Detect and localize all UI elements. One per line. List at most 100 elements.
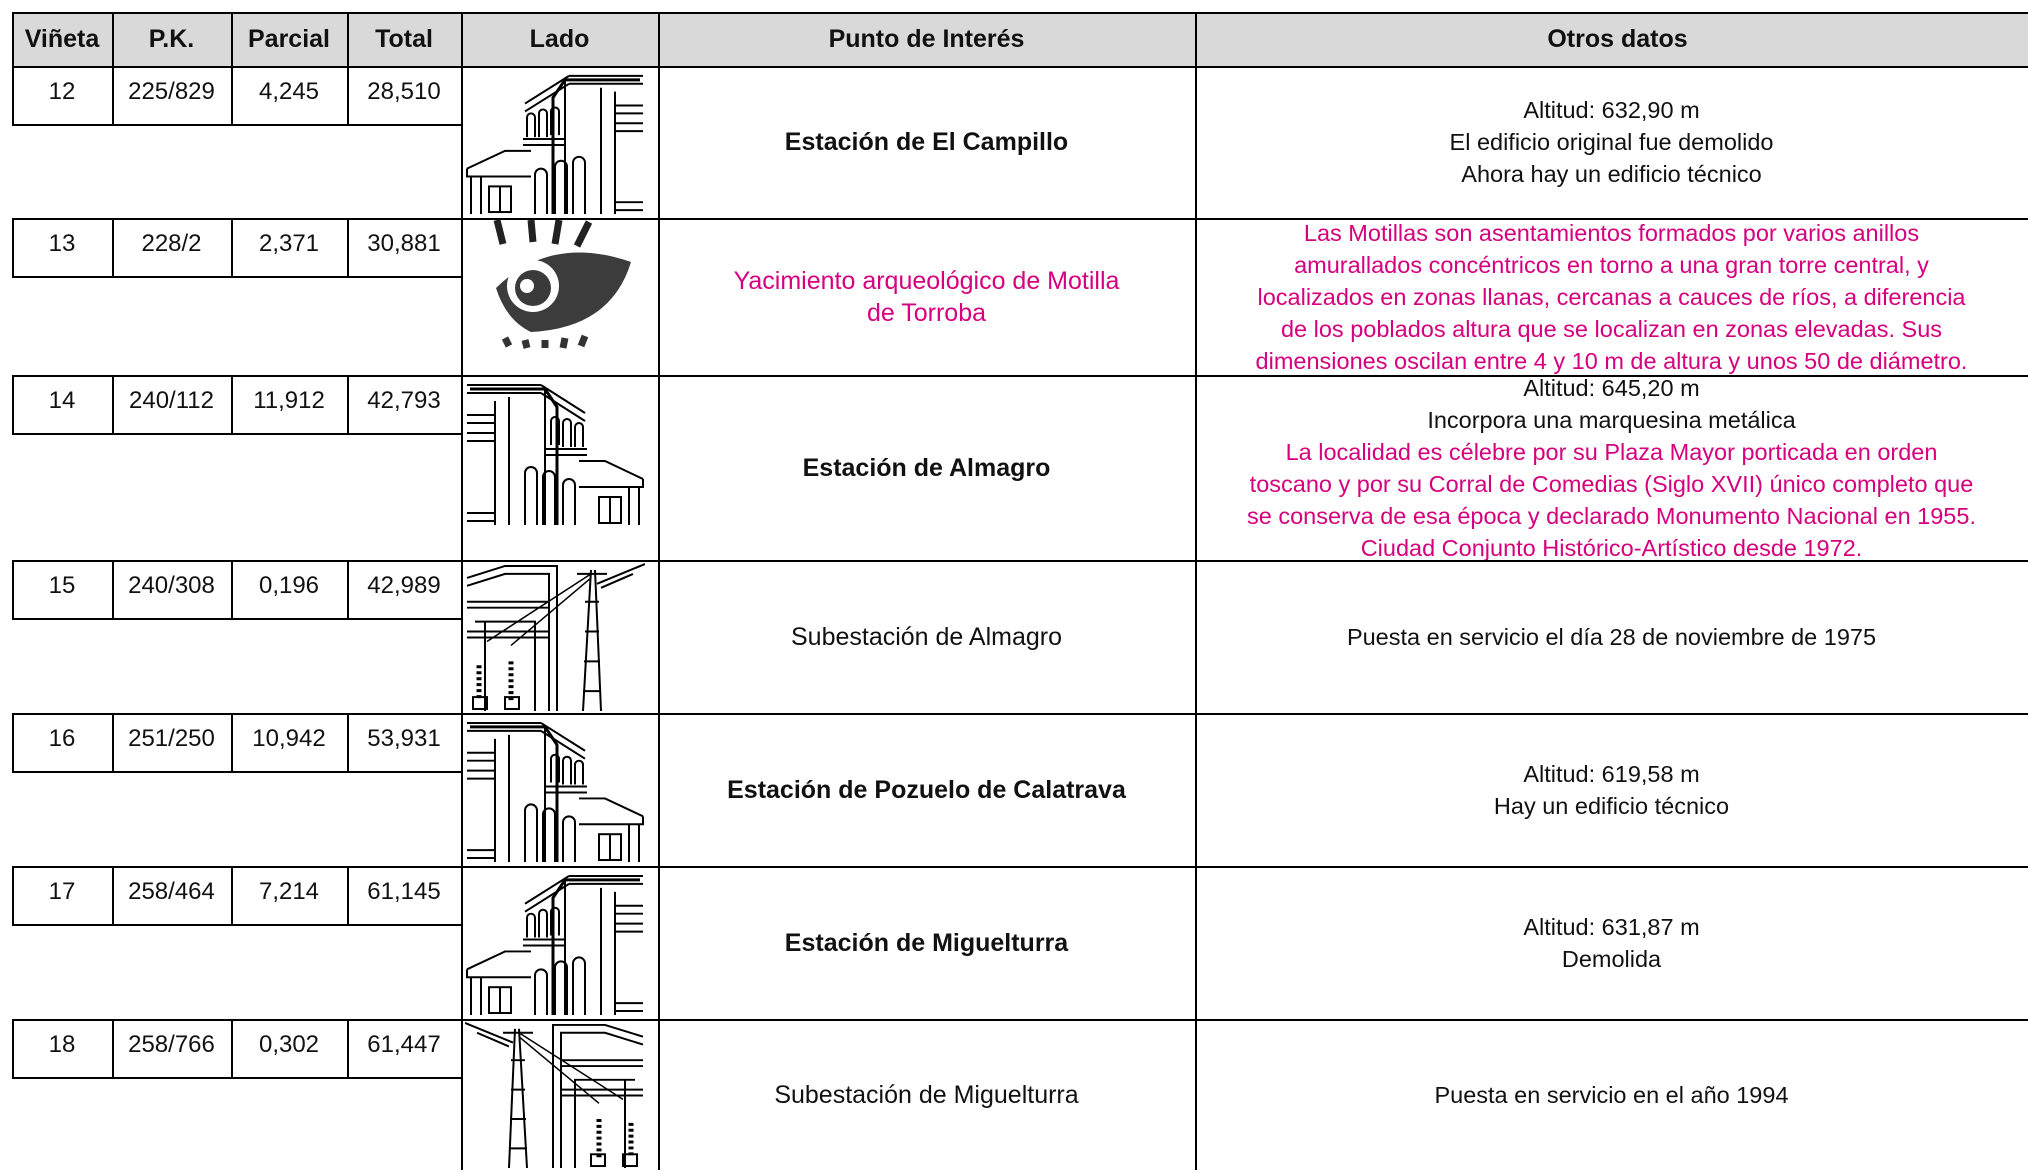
grid-line — [658, 560, 660, 713]
grid-line — [12, 218, 14, 276]
row-parcial: 0,302 — [258, 1031, 320, 1058]
other-data-line: Altitud: 619,58 m — [1523, 760, 1700, 787]
grid-line — [12, 1077, 461, 1079]
row-pk: 240/308 — [128, 572, 215, 599]
grid-line — [658, 1019, 660, 1170]
header-parcial: Parcial — [231, 12, 347, 66]
other-data-line: localizados en zonas llanas, cercanas a … — [1257, 283, 1966, 310]
grid-line — [461, 375, 2028, 377]
other-data-line: Altitud: 632,90 m — [1523, 97, 1700, 123]
row-pk: 258/766 — [128, 1031, 215, 1058]
row-total: 61,447 — [367, 1031, 441, 1058]
grid-line — [461, 866, 463, 1019]
row-parcial: 11,912 — [253, 387, 325, 414]
grid-line — [461, 713, 2028, 715]
row-parcial: 10,942 — [252, 725, 326, 752]
grid-line — [658, 12, 660, 66]
point-of-interest: Estación de Almagro — [802, 453, 1051, 482]
grid-line — [461, 713, 463, 866]
point-of-interest: Subestación de Miguelturra — [774, 1080, 1079, 1109]
row-vineta: 17 — [48, 878, 76, 905]
grid-line — [12, 866, 461, 868]
grid-line — [112, 12, 114, 66]
grid-line — [461, 1019, 463, 1170]
row-vineta: 16 — [48, 725, 76, 752]
grid-line — [1195, 713, 1197, 866]
grid-line — [658, 713, 660, 866]
row-pk: 225/829 — [128, 78, 215, 105]
grid-line — [112, 560, 114, 618]
row-vineta: 15 — [48, 572, 76, 599]
grid-line — [112, 66, 114, 124]
other-data-line: Demolida — [1561, 945, 1662, 972]
grid-line — [12, 866, 14, 924]
grid-line — [1195, 1019, 1197, 1170]
grid-line — [231, 12, 233, 66]
grid-line — [1195, 218, 1197, 375]
grid-line — [347, 560, 349, 618]
grid-line — [12, 12, 2028, 14]
grid-line — [12, 66, 14, 124]
grid-line — [231, 560, 233, 618]
grid-line — [112, 375, 114, 433]
grid-line — [231, 218, 233, 276]
grid-line — [231, 66, 233, 124]
grid-line — [12, 375, 14, 433]
grid-line — [12, 66, 2028, 68]
grid-line — [347, 375, 349, 433]
grid-line — [461, 12, 463, 66]
grid-line — [112, 713, 114, 771]
grid-line — [461, 560, 463, 713]
other-data-line: Ahora hay un edificio técnico — [1461, 161, 1762, 187]
point-of-interest: Estación de Pozuelo de Calatrava — [727, 775, 1126, 804]
row-pk: 251/250 — [128, 725, 215, 752]
other-data-line: Incorpora una marquesina metálica — [1427, 406, 1796, 433]
point-of-interest: Estación de El Campillo — [784, 128, 1069, 156]
grid-line — [12, 771, 461, 773]
row-total: 42,989 — [367, 572, 441, 599]
point-of-interest: Yacimiento arqueológico de Motilla de To… — [733, 266, 1120, 327]
grid-line — [112, 866, 114, 924]
grid-line — [231, 866, 233, 924]
grid-line — [461, 218, 463, 375]
other-data-line: dimensiones oscilan entre 4 y 10 m de al… — [1255, 347, 1968, 374]
grid-line — [1195, 12, 1197, 66]
grid-line — [347, 66, 349, 124]
other-data-line: Ciudad Conjunto Histórico-Artístico desd… — [1360, 534, 1863, 561]
grid-line — [347, 218, 349, 276]
grid-line — [347, 1019, 349, 1077]
point-of-interest: Estación de Miguelturra — [784, 928, 1069, 957]
header-lado: Lado — [461, 12, 658, 66]
other-data-line: se conserva de esa época y declarado Mon… — [1247, 502, 1976, 529]
substation-mirrored-icon — [465, 1021, 645, 1168]
other-data-line: Puesta en servicio en el año 1994 — [1434, 1081, 1789, 1108]
grid-line — [12, 433, 461, 435]
other-data-line: Puesta en servicio el día 28 de noviembr… — [1346, 623, 1877, 650]
row-vineta: 18 — [48, 1031, 76, 1058]
grid-line — [12, 560, 14, 618]
grid-line — [12, 560, 461, 562]
other-data-line: toscano y por su Corral de Comedias (Sig… — [1249, 470, 1974, 497]
grid-line — [12, 12, 14, 66]
row-parcial: 2,371 — [258, 230, 320, 257]
station-building-mirrored-icon — [463, 713, 647, 866]
grid-line — [12, 218, 461, 220]
other-data-line: de los poblados altura que se localizan … — [1280, 315, 1943, 342]
grid-line — [461, 66, 463, 218]
row-parcial: 7,214 — [258, 878, 320, 905]
grid-line — [112, 1019, 114, 1077]
other-data: Las Motillas son asentamientos formados … — [1195, 218, 2028, 375]
grid-line — [12, 713, 461, 715]
row-parcial: 4,245 — [258, 78, 320, 105]
grid-line — [12, 276, 461, 278]
grid-line — [12, 124, 461, 126]
grid-line — [12, 713, 14, 771]
grid-line — [347, 12, 349, 66]
other-data-line: Las Motillas son asentamientos formados … — [1303, 219, 1920, 246]
grid-line — [1195, 66, 1197, 218]
row-vineta: 14 — [48, 387, 76, 414]
grid-line — [461, 560, 2028, 562]
